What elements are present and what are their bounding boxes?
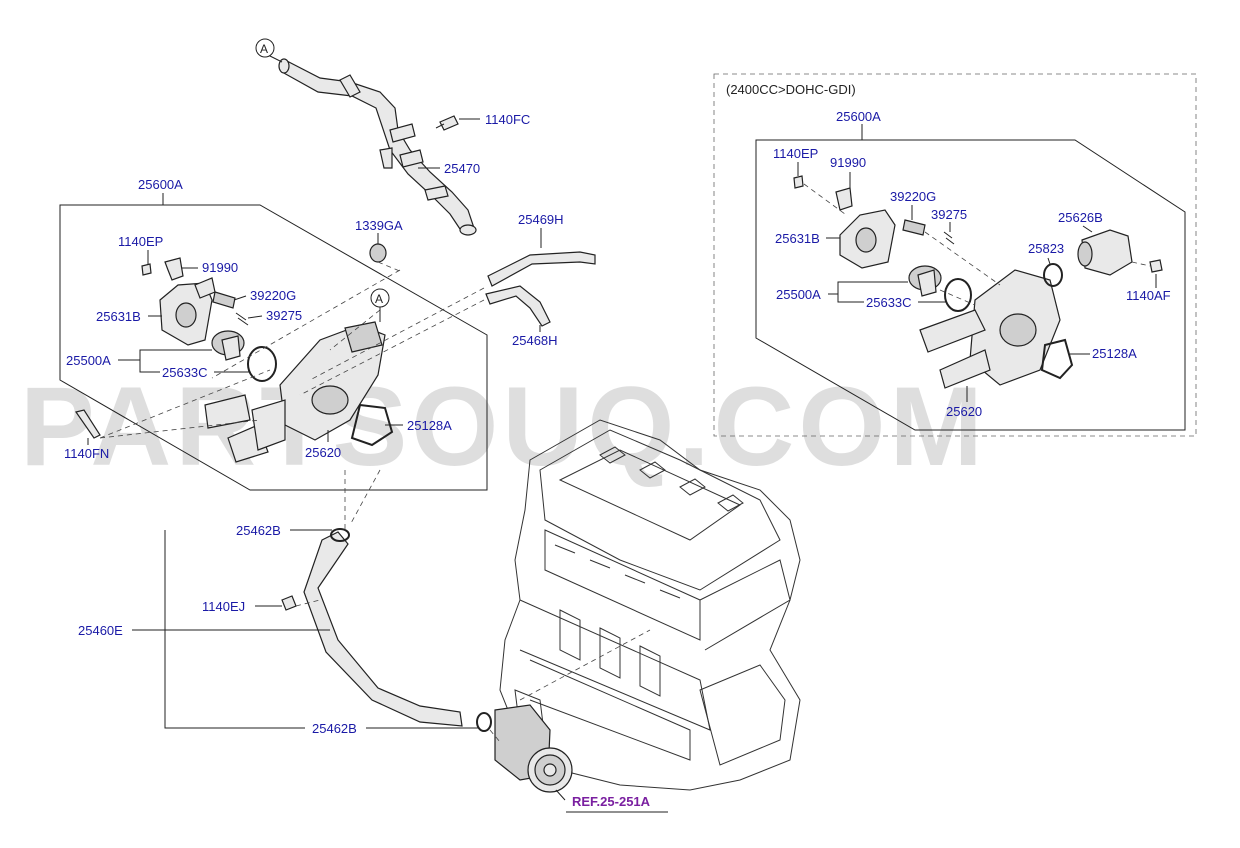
variant-label-1140ep[interactable]: 1140EP xyxy=(773,146,818,161)
label-25633c[interactable]: 25633C xyxy=(162,365,208,380)
variant-fitting-25626b[interactable] xyxy=(1077,229,1133,276)
svg-text:A: A xyxy=(260,42,268,56)
label-1140ep[interactable]: 1140EP xyxy=(118,234,163,249)
variant-label-91990[interactable]: 91990 xyxy=(830,155,866,170)
variant-panel: (2400CC>DOHC-GDI) xyxy=(713,73,1197,437)
variant-label-39275[interactable]: 39275 xyxy=(931,207,967,222)
label-39275[interactable]: 39275 xyxy=(266,308,302,323)
label-25631b[interactable]: 25631B xyxy=(96,309,141,324)
label-25468h[interactable]: 25468H xyxy=(512,333,558,348)
label-1339ga[interactable]: 1339GA xyxy=(355,218,403,233)
variant-label-25633c[interactable]: 25633C xyxy=(866,295,912,310)
marker-a-top: A xyxy=(255,38,275,58)
svg-text:A: A xyxy=(375,292,383,306)
label-25128a[interactable]: 25128A xyxy=(407,418,452,433)
bracket-91990[interactable] xyxy=(164,257,184,281)
variant-gasket-25633c[interactable] xyxy=(944,278,972,312)
bolt-1140ep[interactable] xyxy=(141,263,152,276)
variant-label-25631b[interactable]: 25631B xyxy=(775,231,820,246)
water-pipe-25460e[interactable] xyxy=(303,531,463,727)
thermostat-25500a[interactable] xyxy=(211,330,245,361)
cap-1339ga[interactable] xyxy=(369,243,387,263)
main-callouts: 1140FC 25470 1339GA 25600A 1140EP 91990 … xyxy=(64,112,651,809)
pipe-25469h[interactable] xyxy=(487,251,596,287)
variant-label-39220g[interactable]: 39220G xyxy=(890,189,936,204)
variant-bolt-1140ep[interactable] xyxy=(793,175,804,189)
bolt-1140fc[interactable] xyxy=(435,115,459,131)
gasket-25633c[interactable] xyxy=(247,346,277,382)
label-25500a[interactable]: 25500A xyxy=(66,353,111,368)
variant-clip-39275[interactable] xyxy=(943,231,955,245)
oring-25462b-top[interactable] xyxy=(330,528,350,542)
label-1140fc[interactable]: 1140FC xyxy=(485,112,530,127)
variant-oring-25823[interactable] xyxy=(1043,263,1063,287)
label-25469h[interactable]: 25469H xyxy=(518,212,564,227)
engine-block-illustration xyxy=(499,419,801,791)
variant-bracket-91990[interactable] xyxy=(835,187,853,211)
thermostat-cover-25631b[interactable] xyxy=(159,277,216,346)
leader-lines xyxy=(87,54,668,813)
marker-a-mid: A xyxy=(370,288,390,322)
dashed-guides xyxy=(99,261,651,743)
label-91990[interactable]: 91990 xyxy=(202,260,238,275)
label-25620[interactable]: 25620 xyxy=(305,445,341,460)
variant-bolt-1140af[interactable] xyxy=(1149,259,1163,273)
bolt-1140fn[interactable] xyxy=(75,409,101,439)
variant-thermostat-25500a[interactable] xyxy=(908,265,942,297)
reference-link[interactable]: REF.25-251A xyxy=(572,794,651,809)
label-25600a[interactable]: 25600A xyxy=(138,177,183,192)
variant-cover-25631b[interactable] xyxy=(839,209,896,269)
pipe-25468h[interactable] xyxy=(485,285,551,327)
variant-label-25620[interactable]: 25620 xyxy=(946,404,982,419)
thermostat-housing-25620[interactable] xyxy=(204,321,386,463)
coolant-hose-25470[interactable] xyxy=(278,58,477,236)
watermark: PARTSOUQ.COM xyxy=(20,364,987,489)
variant-label-25823[interactable]: 25823 xyxy=(1028,241,1064,256)
label-1140ej[interactable]: 1140EJ xyxy=(202,599,245,614)
oring-25462b-bottom[interactable] xyxy=(476,712,492,732)
water-pump[interactable] xyxy=(494,704,573,793)
label-25470[interactable]: 25470 xyxy=(444,161,480,176)
temperature-sensor-39220g[interactable] xyxy=(212,291,236,309)
variant-label-25500a[interactable]: 25500A xyxy=(776,287,821,302)
variant-label-25128a[interactable]: 25128A xyxy=(1092,346,1137,361)
variant-housing-25620[interactable] xyxy=(919,269,1061,389)
label-25462b-bottom[interactable]: 25462B xyxy=(312,721,357,736)
variant-label: (2400CC>DOHC-GDI) xyxy=(726,82,856,97)
label-25462b-top[interactable]: 25462B xyxy=(236,523,281,538)
variant-sensor-39220g[interactable] xyxy=(902,219,926,236)
label-1140fn[interactable]: 1140FN xyxy=(64,446,109,461)
label-25460e[interactable]: 25460E xyxy=(78,623,123,638)
variant-label-1140af[interactable]: 1140AF xyxy=(1126,288,1171,303)
bolt-1140ej[interactable] xyxy=(281,595,297,611)
variant-gasket-25128a[interactable] xyxy=(1040,338,1074,380)
label-39220g[interactable]: 39220G xyxy=(250,288,296,303)
variant-label-25600a[interactable]: 25600A xyxy=(836,109,881,124)
assembly-outline xyxy=(59,204,488,491)
gasket-25128a[interactable] xyxy=(350,403,394,447)
variant-label-25626b[interactable]: 25626B xyxy=(1058,210,1103,225)
clip-39275[interactable] xyxy=(235,312,249,326)
